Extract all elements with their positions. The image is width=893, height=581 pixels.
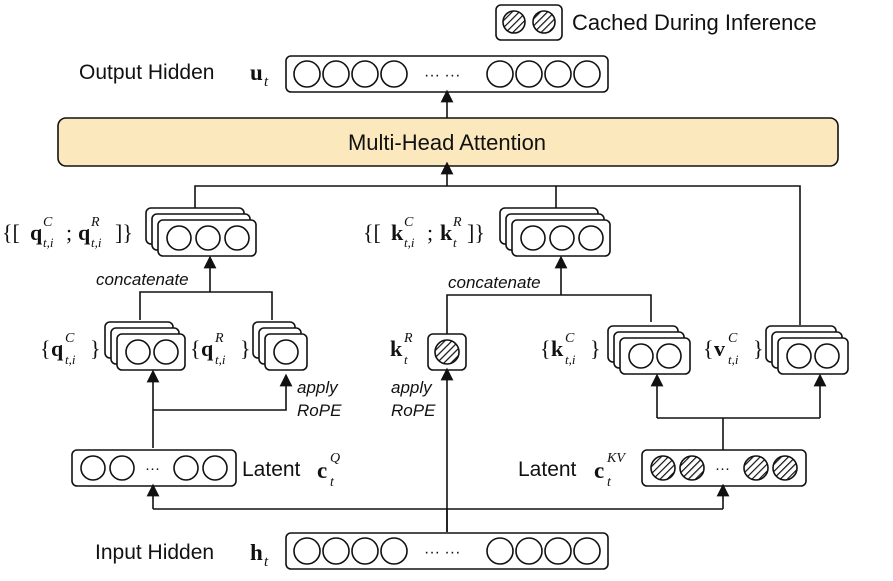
q-rope-group: { q R t,i } bbox=[190, 321, 308, 371]
kc-sub-r: t bbox=[453, 235, 457, 250]
output-label: Output Hidden bbox=[79, 61, 214, 84]
qrope-sup: R bbox=[214, 331, 224, 346]
apply-rope-q-line1: apply bbox=[297, 378, 339, 397]
krope-sup: R bbox=[403, 331, 413, 346]
q-compressed-group: { q C t,i } bbox=[40, 321, 186, 371]
krope-sub: t bbox=[404, 352, 408, 367]
kc-sup-r: R bbox=[452, 215, 462, 230]
latent-q-ellipsis: ··· bbox=[145, 460, 160, 477]
latent-kv-ellipsis: ··· bbox=[715, 460, 730, 477]
kcomp-sub: t,i bbox=[565, 352, 576, 367]
k-compressed-group: { k C t,i } bbox=[540, 325, 691, 375]
vcomp-symbol: v bbox=[714, 336, 725, 361]
qcomp-symbol: q bbox=[51, 336, 64, 361]
latent-kv-cached-circle-icon bbox=[679, 455, 705, 481]
input-subscript: t bbox=[264, 554, 269, 570]
qrope-sub: t,i bbox=[215, 352, 226, 367]
kcomp-close: } bbox=[590, 336, 601, 361]
latent-q-symbol: c bbox=[317, 458, 327, 483]
qcomp-sup: C bbox=[65, 331, 75, 346]
qcomp-sub: t,i bbox=[65, 352, 76, 367]
output-ellipsis: ··· ··· bbox=[424, 67, 460, 84]
input-label: Input Hidden bbox=[95, 541, 214, 564]
legend-cached-circle-icon bbox=[502, 10, 526, 34]
kc-open-bracket: {[ bbox=[363, 220, 381, 245]
qcomp-close: } bbox=[90, 336, 101, 361]
attention-label: Multi-Head Attention bbox=[348, 130, 546, 155]
qrope-close: } bbox=[240, 336, 251, 361]
query-concat-group: {[ q C t,i ; q R t,i ]} bbox=[2, 207, 257, 257]
qc-sup-c: C bbox=[43, 215, 53, 230]
latent-kv-cached-circle-icon bbox=[743, 455, 769, 481]
vcomp-sub: t,i bbox=[728, 352, 739, 367]
kc-k-symbol-2: k bbox=[440, 220, 453, 245]
kcomp-symbol: k bbox=[551, 336, 564, 361]
latent-kv-symbol: c bbox=[594, 458, 604, 483]
vcomp-open: { bbox=[703, 336, 714, 361]
input-symbol: h bbox=[250, 540, 263, 565]
qc-sep: ; bbox=[66, 220, 72, 245]
qc-q-symbol: q bbox=[30, 220, 43, 245]
input-hidden: Input Hidden h t ··· ··· bbox=[95, 532, 609, 570]
kc-sup-c: C bbox=[404, 215, 414, 230]
latent-q-group: ··· Latent c Q t bbox=[71, 449, 340, 490]
legend-cached-circle-icon bbox=[532, 10, 556, 34]
latent-kv-cached-circle-icon bbox=[772, 455, 798, 481]
qcomp-open: { bbox=[40, 336, 51, 361]
latent-q-label: Latent bbox=[242, 458, 301, 481]
kcomp-open: { bbox=[540, 336, 551, 361]
kc-k-symbol: k bbox=[391, 220, 404, 245]
multi-head-attention: Multi-Head Attention bbox=[57, 117, 839, 167]
qc-sup-r: R bbox=[90, 215, 100, 230]
qc-sub-r: t,i bbox=[91, 235, 102, 250]
latent-kv-sub: t bbox=[607, 475, 612, 490]
kcomp-sup: C bbox=[565, 331, 575, 346]
latent-kv-cached-circle-icon bbox=[650, 455, 676, 481]
apply-rope-q-line2: RoPE bbox=[297, 401, 342, 420]
key-concat-group: {[ k C t,i ; k R t ]} bbox=[363, 207, 611, 257]
qrope-open: { bbox=[190, 336, 201, 361]
kc-close-bracket: ]} bbox=[467, 220, 485, 245]
input-ellipsis: ··· ··· bbox=[424, 544, 460, 561]
latent-kv-group: Latent c KV t ··· bbox=[518, 449, 807, 490]
qc-close-bracket: ]} bbox=[115, 220, 133, 245]
v-compressed-group: { v C t,i } bbox=[703, 325, 849, 375]
krope-symbol: k bbox=[390, 336, 403, 361]
output-symbol: u bbox=[250, 60, 263, 85]
latent-q-sup: Q bbox=[330, 451, 340, 466]
qc-sub-c: t,i bbox=[43, 235, 54, 250]
kc-sub-c: t,i bbox=[404, 235, 415, 250]
legend-label: Cached During Inference bbox=[572, 10, 817, 35]
latent-q-sub: t bbox=[330, 475, 335, 490]
latent-kv-sup: KV bbox=[606, 451, 626, 466]
apply-rope-k-line2: RoPE bbox=[391, 401, 436, 420]
qc-q-symbol-2: q bbox=[78, 220, 91, 245]
legend: Cached During Inference bbox=[495, 4, 817, 41]
output-hidden: Output Hidden u t ··· ··· bbox=[79, 55, 609, 93]
vcomp-close: } bbox=[753, 336, 764, 361]
k-rope-group: k R t bbox=[390, 331, 467, 371]
qc-open-bracket: {[ bbox=[2, 220, 20, 245]
concat-label-k: concatenate bbox=[448, 273, 541, 292]
apply-rope-k-line1: apply bbox=[391, 378, 433, 397]
qrope-symbol: q bbox=[201, 336, 214, 361]
output-subscript: t bbox=[264, 74, 269, 90]
vcomp-sup: C bbox=[728, 331, 738, 346]
latent-kv-label: Latent bbox=[518, 458, 577, 481]
concat-label-q: concatenate bbox=[96, 270, 189, 289]
kc-sep: ; bbox=[427, 220, 433, 245]
krope-cached-circle-icon bbox=[434, 339, 460, 365]
